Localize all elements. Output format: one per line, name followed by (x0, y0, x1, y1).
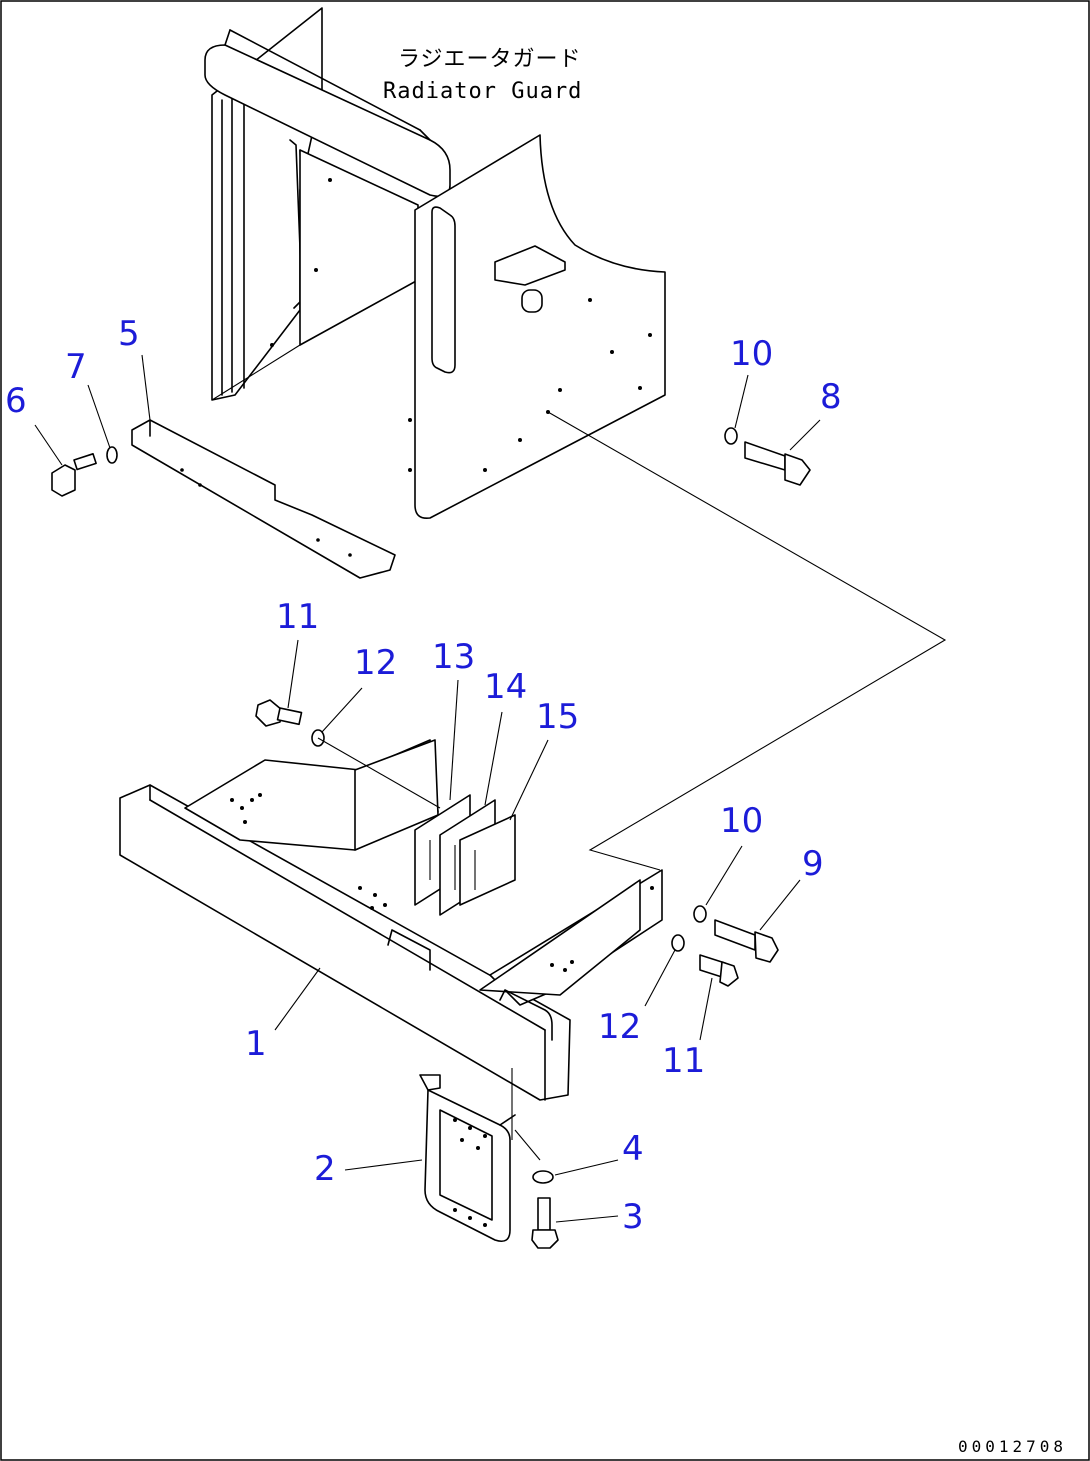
callout-7: 7 (65, 347, 87, 387)
caption-english: Radiator Guard (383, 79, 582, 104)
callouts: 1 2 3 4 5 6 7 8 9 10 10 11 11 12 12 13 1… (5, 314, 842, 1237)
side-rail-part-5 (131, 419, 396, 579)
callout-1: 1 (245, 1024, 267, 1064)
document-id: 00012708 (958, 1437, 1067, 1456)
step-frame (424, 1089, 511, 1243)
washer-4 (532, 1170, 554, 1184)
washer-12-lower (671, 934, 685, 952)
radiator-guard-assembly (204, 7, 666, 520)
callout-14: 14 (484, 667, 527, 707)
side-rail (131, 419, 396, 579)
washer-7 (106, 446, 118, 464)
callout-2: 2 (314, 1149, 336, 1189)
leader-connection (547, 411, 947, 871)
callout-5: 5 (118, 314, 140, 354)
step-part-2 (419, 1074, 516, 1243)
washer-10-upper (724, 427, 738, 445)
callout-6: 6 (5, 381, 27, 421)
bolt-11-lower (699, 954, 739, 987)
callout-10-upper: 10 (730, 334, 773, 374)
callout-13: 13 (432, 637, 475, 677)
lower-frame-assembly (119, 739, 663, 1101)
bolt-3 (531, 1197, 559, 1249)
callout-9: 9 (802, 844, 824, 884)
panel-bracket (494, 245, 566, 286)
bolt-11-upper (255, 699, 303, 727)
callout-12-lower: 12 (598, 1007, 641, 1047)
callout-8: 8 (820, 377, 842, 417)
panel-pipe-stub (521, 289, 543, 313)
caption-japanese: ラジエータガード (398, 47, 582, 72)
callout-15: 15 (536, 697, 579, 737)
callout-10-lower: 10 (720, 801, 763, 841)
bolt-9 (714, 919, 779, 963)
shim-15 (459, 814, 516, 906)
callout-11-upper: 11 (276, 597, 319, 637)
washer-10-lower (693, 905, 707, 923)
radiator-guard-top-rail (204, 44, 451, 198)
callout-11-lower: 11 (662, 1041, 705, 1081)
callout-3: 3 (622, 1197, 644, 1237)
bolt-6 (51, 453, 97, 497)
bolt-8 (744, 441, 811, 486)
callout-12-upper: 12 (354, 643, 397, 683)
callout-4: 4 (622, 1129, 644, 1169)
radiator-guard-right-panel (414, 134, 666, 520)
leader-lines (34, 354, 821, 1223)
